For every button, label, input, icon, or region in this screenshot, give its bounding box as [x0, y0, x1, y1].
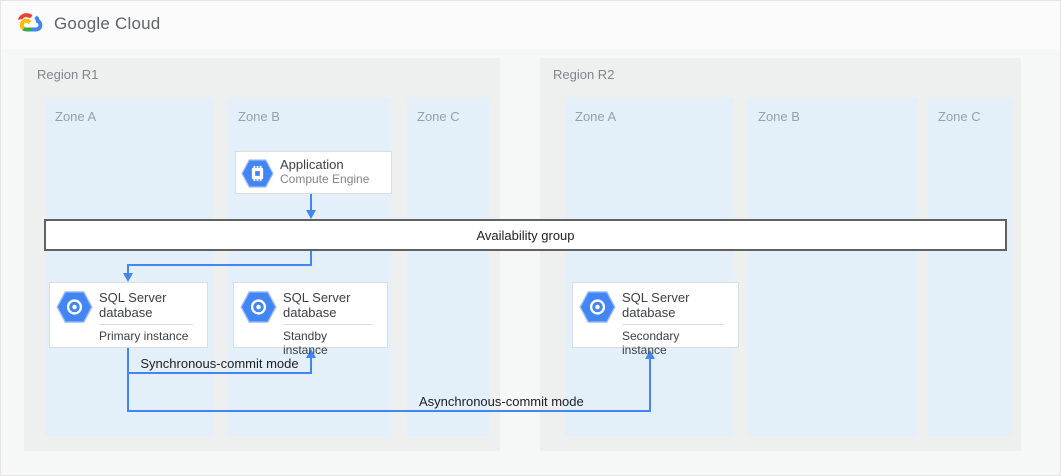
edge-sync-line-v — [310, 357, 312, 373]
availability-group-bar: Availability group — [44, 219, 1007, 251]
edge-async-arrowhead — [645, 350, 655, 359]
zone-r1-b: Zone B — [228, 98, 391, 436]
google-cloud-logo-icon — [17, 13, 43, 32]
region-r2-label: Region R2 — [553, 67, 615, 82]
node-application-subtitle: Compute Engine — [280, 172, 370, 186]
node-sql-primary-subtitle: Primary instance — [99, 324, 193, 343]
google-cloud-logo: Google Cloud — [15, 12, 160, 36]
edge-app-to-bar-arrowhead — [306, 210, 316, 219]
edge-async-line-v — [649, 358, 651, 412]
region-r1-label: Region R1 — [37, 67, 99, 82]
node-sql-standby-text: SQL Server database Standby instance — [277, 290, 383, 357]
cloud-sql-icon — [579, 291, 616, 323]
edge-sync-arrowhead — [306, 349, 316, 358]
node-sql-standby-title: SQL Server database — [283, 290, 351, 320]
availability-group-label: Availability group — [476, 227, 575, 243]
region-r1: Region R1 Zone A Zone B Zone C — [24, 58, 500, 451]
node-sql-primary-text: SQL Server database Primary instance — [93, 290, 203, 343]
zone-r1-c: Zone C — [407, 98, 489, 436]
region-r2: Region R2 Zone A Zone B Zone C — [540, 58, 1021, 451]
node-application-text: Application Compute Engine — [274, 157, 387, 186]
node-sql-secondary-title: SQL Server database — [622, 290, 690, 320]
node-sql-primary: SQL Server database Primary instance — [49, 282, 208, 348]
node-sql-secondary-text: SQL Server database Secondary instance — [616, 290, 734, 357]
header-band — [1, 1, 1060, 49]
edge-app-to-bar-line — [310, 194, 312, 211]
zone-r1-a-label: Zone A — [55, 109, 97, 124]
brand-google-text: Google — [54, 14, 111, 33]
brand-cloud-text: Cloud — [115, 14, 161, 33]
edge-bar-to-primary-arrowhead — [123, 273, 133, 282]
zone-r2-c-label: Zone C — [938, 109, 981, 124]
edge-async-line-h — [127, 410, 651, 412]
edge-bar-to-primary-line-1 — [310, 251, 312, 266]
async-commit-label: Asynchronous-commit mode — [419, 394, 584, 409]
node-sql-standby-subtitle: Standby instance — [283, 324, 373, 357]
edge-bar-to-primary-line-3 — [127, 264, 129, 274]
zone-r2-b-label: Zone B — [758, 109, 800, 124]
edge-sync-line-h — [127, 372, 312, 374]
node-application: Application Compute Engine — [235, 151, 392, 194]
cloud-sql-icon — [56, 291, 93, 323]
node-sql-standby: SQL Server database Standby instance — [233, 282, 388, 357]
sync-commit-label: Synchronous-commit mode — [140, 356, 299, 371]
edge-primary-trunk-line — [127, 348, 129, 412]
edge-bar-to-primary-line-2 — [127, 264, 312, 266]
zone-r2-c: Zone C — [928, 98, 1012, 436]
zone-r1-b-label: Zone B — [238, 109, 280, 124]
compute-engine-icon — [241, 159, 274, 188]
node-sql-secondary-subtitle: Secondary instance — [622, 324, 724, 357]
zone-r1-c-label: Zone C — [417, 109, 460, 124]
zone-r2-a-label: Zone A — [575, 109, 617, 124]
node-sql-secondary: SQL Server database Secondary instance — [572, 282, 739, 357]
node-application-title: Application — [280, 157, 344, 172]
zone-r2-b: Zone B — [748, 98, 918, 436]
zone-r1-a: Zone A — [45, 98, 213, 436]
node-sql-primary-title: SQL Server database — [99, 290, 167, 320]
cloud-sql-icon — [240, 291, 277, 323]
